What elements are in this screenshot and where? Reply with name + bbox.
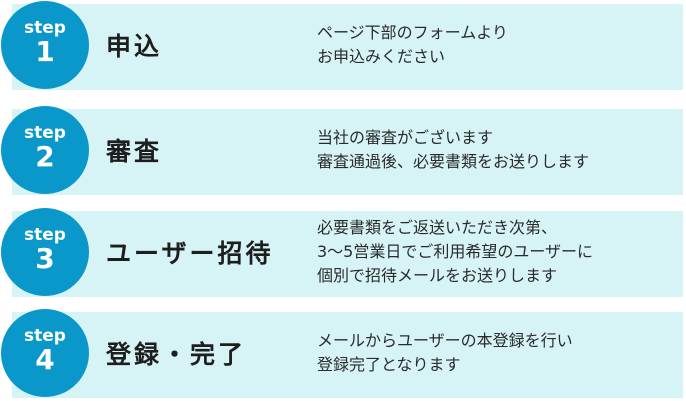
description-line: ページ下部のフォームより: [317, 23, 508, 42]
description-line: メールからユーザーの本登録を行い: [317, 331, 573, 350]
description-line: 個別で招待メールをお送りします: [317, 266, 558, 285]
step-badge: step 1: [1, 1, 89, 89]
step-number: 3: [35, 242, 55, 275]
step-description: 必要書類をご返送いただき次第、 3〜5営業日でご利用希望のユーザーに 個別で招待…: [317, 208, 593, 296]
description-line: 必要書類をご返送いただき次第、: [317, 218, 558, 237]
description-line: 3〜5営業日でご利用希望のユーザーに: [317, 242, 594, 261]
step-title: 申込: [106, 32, 163, 61]
step-description: メールからユーザーの本登録を行い 登録完了となります: [317, 309, 573, 397]
step-label: step: [24, 18, 66, 38]
description-line: 当社の審査がございます: [317, 128, 494, 147]
step-band: [12, 312, 683, 398]
step-title: 審査: [106, 137, 163, 166]
step-label: step: [24, 326, 66, 346]
step-number: 1: [35, 35, 55, 68]
step-badge: step 4: [1, 309, 89, 397]
step-number: 2: [35, 140, 55, 173]
step-band: [12, 4, 683, 90]
step-label: step: [24, 225, 66, 245]
step-description: ページ下部のフォームより お申込みください: [317, 1, 508, 89]
step-row-3: step 3 ユーザー招待 必要書類をご返送いただき次第、 3〜5営業日でご利用…: [0, 208, 686, 300]
step-title: ユーザー招待: [106, 239, 274, 268]
description-line: 登録完了となります: [317, 355, 461, 374]
step-label: step: [24, 123, 66, 143]
step-row-2: step 2 審査 当社の審査がございます 審査通過後、必要書類をお送りします: [0, 106, 686, 198]
step-title: 登録・完了: [106, 340, 247, 369]
step-row-4: step 4 登録・完了 メールからユーザーの本登録を行い 登録完了となります: [0, 309, 686, 401]
step-description: 当社の審査がございます 審査通過後、必要書類をお送りします: [317, 106, 589, 194]
step-row-1: step 1 申込 ページ下部のフォームより お申込みください: [0, 1, 686, 93]
step-band: [12, 109, 683, 195]
step-badge: step 3: [1, 208, 89, 296]
description-line: お申込みください: [317, 47, 446, 66]
step-badge: step 2: [1, 106, 89, 194]
step-number: 4: [35, 343, 55, 376]
step-band: [12, 211, 683, 297]
description-line: 審査通過後、必要書類をお送りします: [317, 152, 590, 171]
